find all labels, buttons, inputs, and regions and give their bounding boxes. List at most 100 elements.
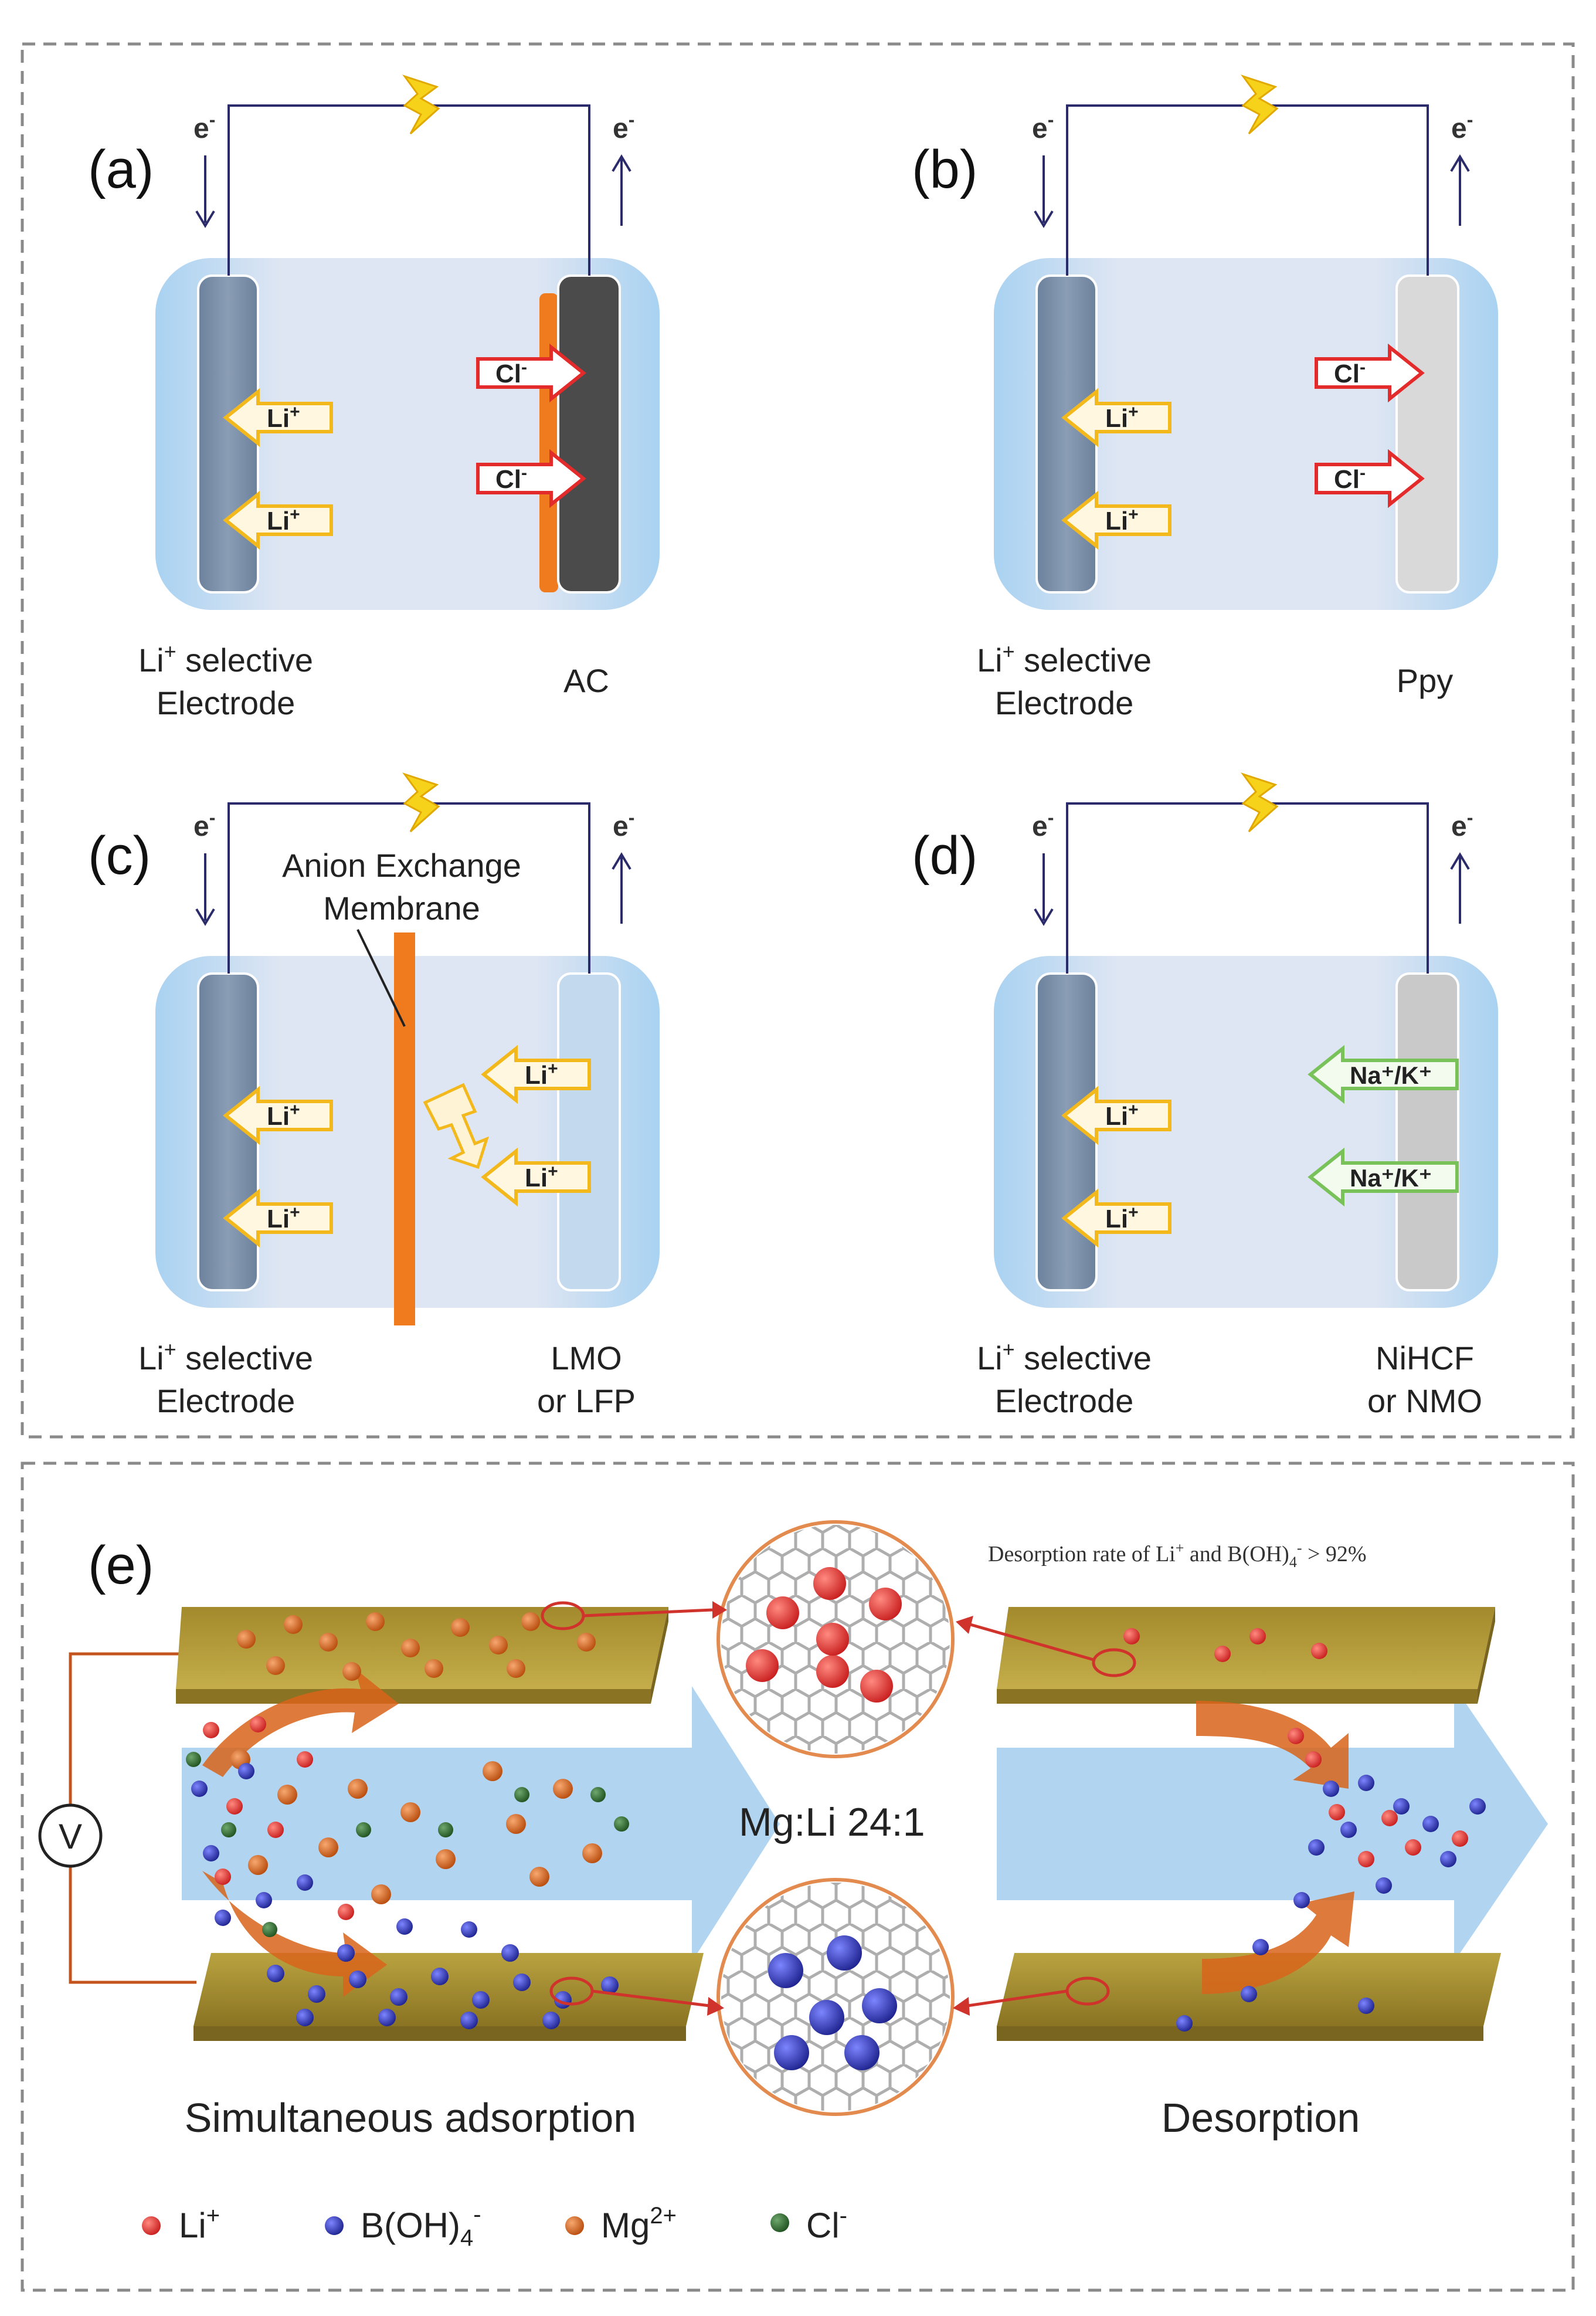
panel-c: e- e- (c) Anion Exchange Membrane Li+ Li… (88, 772, 660, 1419)
right-electrode-label: Ppy (1397, 662, 1454, 699)
ion-transfer-arrow (423, 1083, 489, 1169)
lightning-icon (402, 772, 440, 833)
boh4-ion (460, 2012, 478, 2029)
boh4-ion (461, 1921, 477, 1938)
bottom-frame (21, 1462, 1575, 2292)
li-ion (297, 1751, 313, 1768)
electron-up-arrow-head (1450, 852, 1470, 870)
boh4-ion (1469, 1798, 1486, 1815)
boh4-ion (378, 2009, 396, 2026)
mg-ion (553, 1779, 573, 1799)
boh4-ion (1393, 1798, 1410, 1815)
top-desorption-plate (997, 1607, 1495, 1704)
li-ion-arrow: Li+ (1061, 1188, 1171, 1248)
electron-right-label: e- (1451, 109, 1473, 144)
cl-ion (356, 1822, 371, 1837)
membrane-label-line2: Membrane (323, 890, 480, 927)
boh4-ion (1308, 1839, 1325, 1856)
membrane-pointer (356, 929, 406, 1027)
panel-tag: (e) (88, 1535, 154, 1595)
mg-ion (319, 1633, 338, 1652)
boh4-ion (1358, 1998, 1374, 2014)
boh4-ion (267, 1965, 284, 1982)
na-k-ion-arrow: Na⁺/K⁺ (1308, 1045, 1459, 1104)
boh4-ion (191, 1781, 208, 1797)
legend-item-li: Li+ (142, 2203, 220, 2245)
mg-ion (277, 1785, 297, 1805)
boh4-ion (297, 1874, 313, 1891)
left-electrode-label-line2: Electrode (995, 1382, 1134, 1419)
right-electrode-label-line1: NiHCF (1376, 1340, 1474, 1376)
svg-text:Li+: Li+ (1105, 1203, 1139, 1233)
svg-text:Cl-: Cl- (495, 463, 527, 494)
li-ion (338, 1904, 354, 1920)
circuit-wire (1066, 104, 1429, 276)
panel-b: e- e- (b) Li+ Li+ Cl- Cl- Li+ selective … (912, 74, 1498, 721)
boh4-ion (1176, 2015, 1193, 2032)
panel-a: e- e- (a) Li+ Li+ Cl- Cl- Li+ selective … (88, 74, 660, 721)
top-frame (21, 42, 1575, 1439)
mg-ion (507, 1659, 525, 1678)
li-ion (215, 1869, 231, 1885)
panel-tag: (b) (912, 140, 977, 199)
svg-text:Na⁺/K⁺: Na⁺/K⁺ (1350, 1062, 1432, 1089)
svg-text:Cl-: Cl- (1334, 358, 1366, 388)
electron-right-label: e- (613, 807, 634, 842)
circuit-wire (1066, 802, 1429, 974)
li-ion-arrow: Li+ (223, 1086, 333, 1145)
cl-ion (262, 1922, 277, 1937)
svg-text:Li+: Li+ (267, 505, 300, 535)
mg-ion (266, 1656, 285, 1675)
zoom-bottom-graphene (716, 1878, 955, 2116)
li-ion-arrow: Li+ (1061, 1086, 1171, 1145)
mg-ion (483, 1761, 502, 1781)
electron-left-label: e- (193, 807, 215, 842)
svg-text:Li+: Li+ (525, 1059, 558, 1090)
li-ion (1311, 1643, 1327, 1659)
circuit-wire (227, 104, 590, 276)
lightning-icon (402, 74, 440, 135)
li-ion (1452, 1830, 1468, 1847)
boh4-ion (1440, 1851, 1456, 1867)
li-ion-arrow-right: Li+ (481, 1045, 591, 1104)
svg-text:Li+: Li+ (267, 1100, 300, 1131)
li-ion-arrow: Li+ (1061, 490, 1171, 550)
ac-coating-layer (539, 293, 558, 592)
boh4-ion (513, 1973, 531, 1991)
right-electrode-label-line1: LMO (551, 1340, 622, 1376)
li-ion (1214, 1646, 1231, 1662)
li-ion (1381, 1810, 1398, 1826)
li-ion-arrow: Li+ (223, 388, 333, 447)
boh4-ion (431, 1968, 449, 1985)
electron-down-arrow-head (195, 908, 215, 926)
voltmeter-label: V (59, 1817, 82, 1856)
zoom-top-graphene (716, 1520, 955, 1758)
legend: Li+ B(OH)4- Mg2+ Cl- (142, 2202, 847, 2251)
cl-ion (514, 1787, 529, 1802)
svg-text:Li+: Li+ (525, 1162, 558, 1192)
electron-up-arrow-head (1450, 154, 1470, 172)
li-ion (226, 1798, 243, 1815)
legend-item-boh4: B(OH)4- (325, 2202, 481, 2251)
boh4-ion (337, 1944, 355, 1962)
mg-ion (489, 1636, 508, 1654)
cl-ion (614, 1816, 629, 1832)
boh4-ion (1252, 1939, 1269, 1955)
panel-d: e- e- (d) Li+ Li+ Na⁺/K⁺ Na⁺/K⁺ Li+ sele… (912, 772, 1498, 1419)
desorption-arrow-up (1202, 1891, 1354, 1994)
left-electrode-label-line2: Electrode (157, 1382, 296, 1419)
li-ion-arrow: Li+ (1061, 388, 1171, 447)
boh4-ion (601, 1976, 619, 1994)
left-electrode-label: Li+ selective (977, 1337, 1152, 1376)
voltmeter (38, 1803, 103, 1868)
desorption-flow-arrow (997, 1686, 1548, 1962)
electron-up-arrow-head (612, 852, 631, 870)
boh4-ion (203, 1845, 219, 1861)
li-ion (1405, 1839, 1421, 1856)
svg-text:Li+: Li+ (1105, 1100, 1139, 1131)
adsorption-arrow-up (202, 1669, 399, 1777)
boh4-ion (296, 2009, 314, 2026)
boh4-ion (501, 1944, 519, 1962)
panel-tag: (d) (912, 826, 977, 886)
